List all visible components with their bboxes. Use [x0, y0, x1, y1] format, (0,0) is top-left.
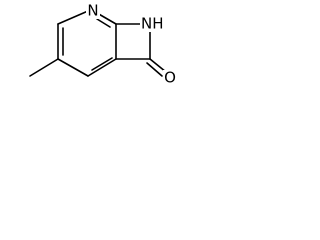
bond-carbonyl-outer [149, 58, 167, 73]
bond-c-fused-top-to-n [96, 12, 117, 25]
atom-label-amide-nitrogen: NH [141, 15, 164, 33]
bond-n-to-c-top-left [57, 10, 89, 25]
double-bond-inner-bottom [91, 57, 113, 71]
double-bond-inner-top [96, 18, 111, 28]
bond-c-methyl-to-c-bottom [57, 58, 89, 77]
structure-canvas: N NH O [0, 0, 184, 104]
chemical-structure-diagram: N NH O [29, 2, 177, 87]
bond-c-bottom-to-c-fused-bottom [87, 58, 117, 77]
atom-label-carbonyl-oxygen: O [164, 69, 176, 87]
bond-methyl [29, 58, 59, 77]
atom-label-ring-nitrogen: N [87, 2, 98, 20]
bond-carbonyl-inner [146, 62, 163, 77]
